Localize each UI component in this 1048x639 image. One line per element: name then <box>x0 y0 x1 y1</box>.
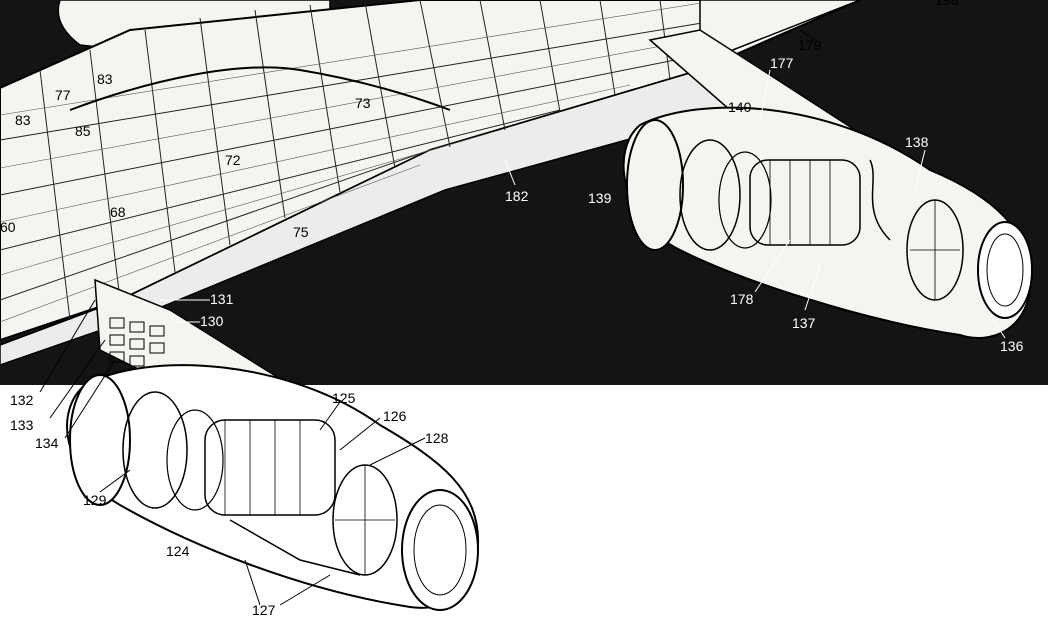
callout-137: 137 <box>792 315 816 331</box>
pylon-panels <box>109 317 165 367</box>
callout-labels: 198 179 177 140 138 139 182 83 83 77 73 … <box>0 0 1024 618</box>
callout-77: 77 <box>55 87 71 103</box>
left-engine-nacelle <box>66 364 480 611</box>
callout-73: 73 <box>355 95 371 111</box>
callout-72: 72 <box>225 152 241 168</box>
right-engine-core <box>679 139 964 301</box>
callout-75: 75 <box>293 224 309 240</box>
callout-129: 129 <box>83 492 107 508</box>
callout-83-lower: 83 <box>15 112 31 128</box>
left-engine-core <box>122 391 398 576</box>
callout-85: 85 <box>75 123 91 139</box>
callout-133: 133 <box>10 417 34 433</box>
callout-136: 136 <box>1000 338 1024 354</box>
callout-177: 177 <box>770 55 794 71</box>
callout-179: 179 <box>798 37 822 53</box>
callout-127: 127 <box>252 602 276 618</box>
callout-139: 139 <box>588 190 612 206</box>
callout-130: 130 <box>200 313 224 329</box>
callout-182: 182 <box>505 188 529 204</box>
callout-198: 198 <box>935 0 959 8</box>
callout-125: 125 <box>332 390 356 406</box>
callout-124: 124 <box>166 543 190 559</box>
callout-140: 140 <box>728 99 752 115</box>
wing-ribs <box>39 0 671 321</box>
callout-178: 178 <box>730 291 754 307</box>
callout-134: 134 <box>35 435 59 451</box>
fuel-pipe <box>69 66 451 111</box>
callout-126: 126 <box>383 408 407 424</box>
leader-lines <box>39 29 1006 606</box>
right-engine-nacelle <box>622 106 1033 339</box>
wing-spars <box>0 19 721 301</box>
callout-132: 132 <box>10 392 34 408</box>
callout-128: 128 <box>425 430 449 446</box>
callout-131: 131 <box>210 291 234 307</box>
callout-83-upper: 83 <box>97 71 113 87</box>
callout-68: 68 <box>110 204 126 220</box>
callout-60: 60 <box>0 219 16 235</box>
callout-138: 138 <box>905 134 929 150</box>
wing-stringers <box>0 0 721 323</box>
